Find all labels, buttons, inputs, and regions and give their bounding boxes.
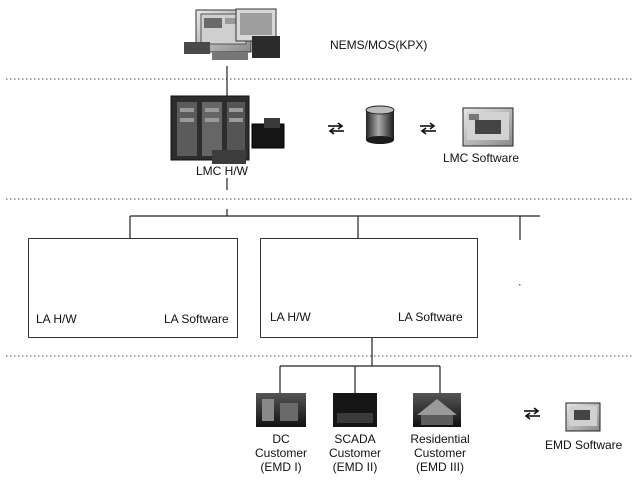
residential-customer-photo-icon	[413, 393, 461, 427]
lmc-exchange-icon-2	[419, 122, 437, 135]
nems-mos-label: NEMS/MOS(KPX)	[330, 38, 428, 52]
dc-customer-photo-icon	[256, 393, 306, 427]
lmc-hw-label: LMC H/W	[196, 164, 248, 178]
residential-customer-label: Residential Customer (EMD III)	[410, 432, 470, 474]
la-2-software-label: LA Software	[398, 310, 463, 324]
connection-lines	[129, 66, 540, 393]
la-group-box-1	[28, 238, 238, 338]
lmc-exchange-icon-1	[327, 122, 345, 135]
la-group-box-2	[260, 238, 478, 338]
emd-software-icon	[565, 402, 601, 432]
scada-customer-photo-icon	[333, 393, 377, 427]
scada-customer-label: SCADA Customer (EMD II)	[328, 432, 381, 474]
tier-separators	[6, 78, 634, 357]
lmc-software-icon	[462, 107, 514, 147]
lmc-server-icon	[170, 95, 285, 164]
emd-exchange-icon	[523, 407, 541, 420]
nems-workstation-icon	[184, 8, 280, 60]
dc-customer-label: DC Customer (EMD I)	[254, 432, 307, 474]
lmc-software-label: LMC Software	[443, 151, 520, 165]
lmc-database-icon	[365, 105, 395, 144]
la-2-hw-label: LA H/W	[270, 310, 311, 324]
la-1-hw-label: LA H/W	[36, 312, 77, 326]
la-1-software-label: LA Software	[164, 312, 229, 326]
emd-software-label: EMD Software	[545, 438, 623, 452]
